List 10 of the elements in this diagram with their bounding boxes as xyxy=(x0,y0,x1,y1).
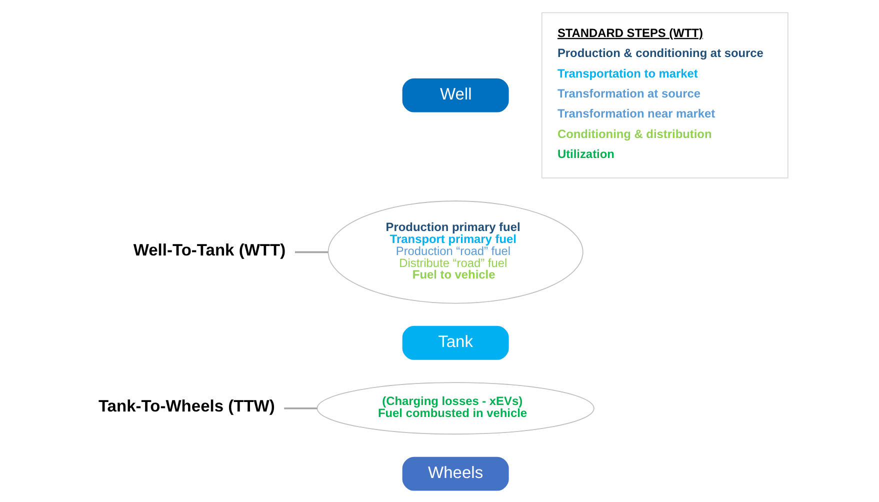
node-box: Tank xyxy=(402,325,509,360)
node-ellipse: (Charging losses - xEVs) Fuel combusted in vehicle xyxy=(316,382,594,434)
node-text: Tank-To-Wheels (TTW) xyxy=(98,396,275,415)
node-box: Well xyxy=(402,78,509,112)
node-text: Well-To-Tank (WTT) xyxy=(133,240,286,259)
node-box: STANDARD STEPS (WTT) Production & conditioning at source Transportation to market Transformation at source Transformation near market Conditioning & distribution Utilization xyxy=(541,12,788,178)
connector xyxy=(294,250,328,253)
node-box: Wheels xyxy=(402,456,509,490)
node-ellipse: Production primary fuel Transport primary fuel Production “road” fuel Distribute “road” fuel Fuel to vehicle xyxy=(328,200,584,304)
connector xyxy=(284,406,318,409)
